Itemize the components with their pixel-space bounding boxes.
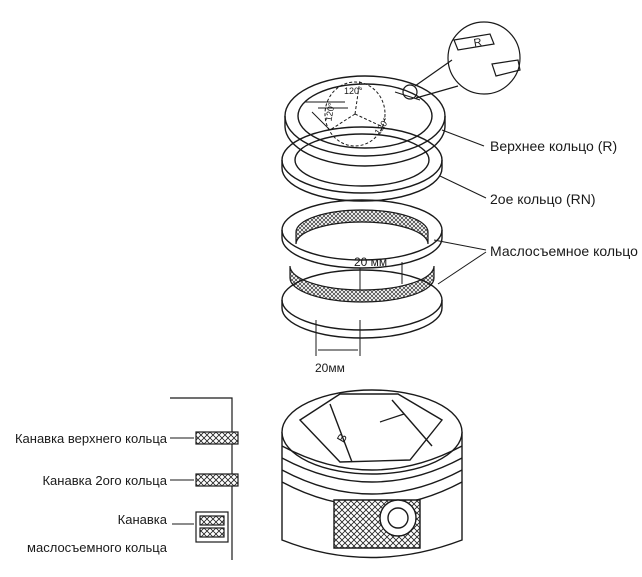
gap-label-upper: 20 мм [354,255,387,269]
angle-label-2: 120° [324,102,337,122]
label-second-ring: 2ое кольцо (RN) [490,191,596,207]
gap-dimension-lines [315,262,403,356]
label-groove-top: Канавка верхнего кольца [15,431,168,446]
label-groove-second: Канавка 2ого кольца [42,473,167,488]
leader-lines-right [433,129,487,285]
label-groove-oil-2: маслосъемного кольца [27,540,168,555]
gap-detail-callout [402,21,521,100]
label-oil-ring: Маслосъемное кольцо [490,243,638,259]
top-ring [284,75,446,167]
leader-lines-left [170,437,194,525]
angle-label-1: 120° [344,86,363,96]
gap-label-lower: 20мм [315,361,345,375]
oil-ring-expander [289,209,435,303]
label-groove-oil-1: Канавка [118,512,168,527]
angle-label-3: 120° [372,115,391,136]
angle-marker [324,79,386,147]
piston-arrow [379,413,405,423]
groove-cross-section [170,397,239,560]
ring-gap-lines [305,91,421,131]
second-ring [281,126,443,202]
piston [281,389,463,559]
oil-ring-lower-rail [281,269,443,339]
detail-mark-label: R [473,36,483,49]
label-top-ring: Верхнее кольцо (R) [490,138,617,154]
oil-ring-upper-rail [281,199,443,269]
